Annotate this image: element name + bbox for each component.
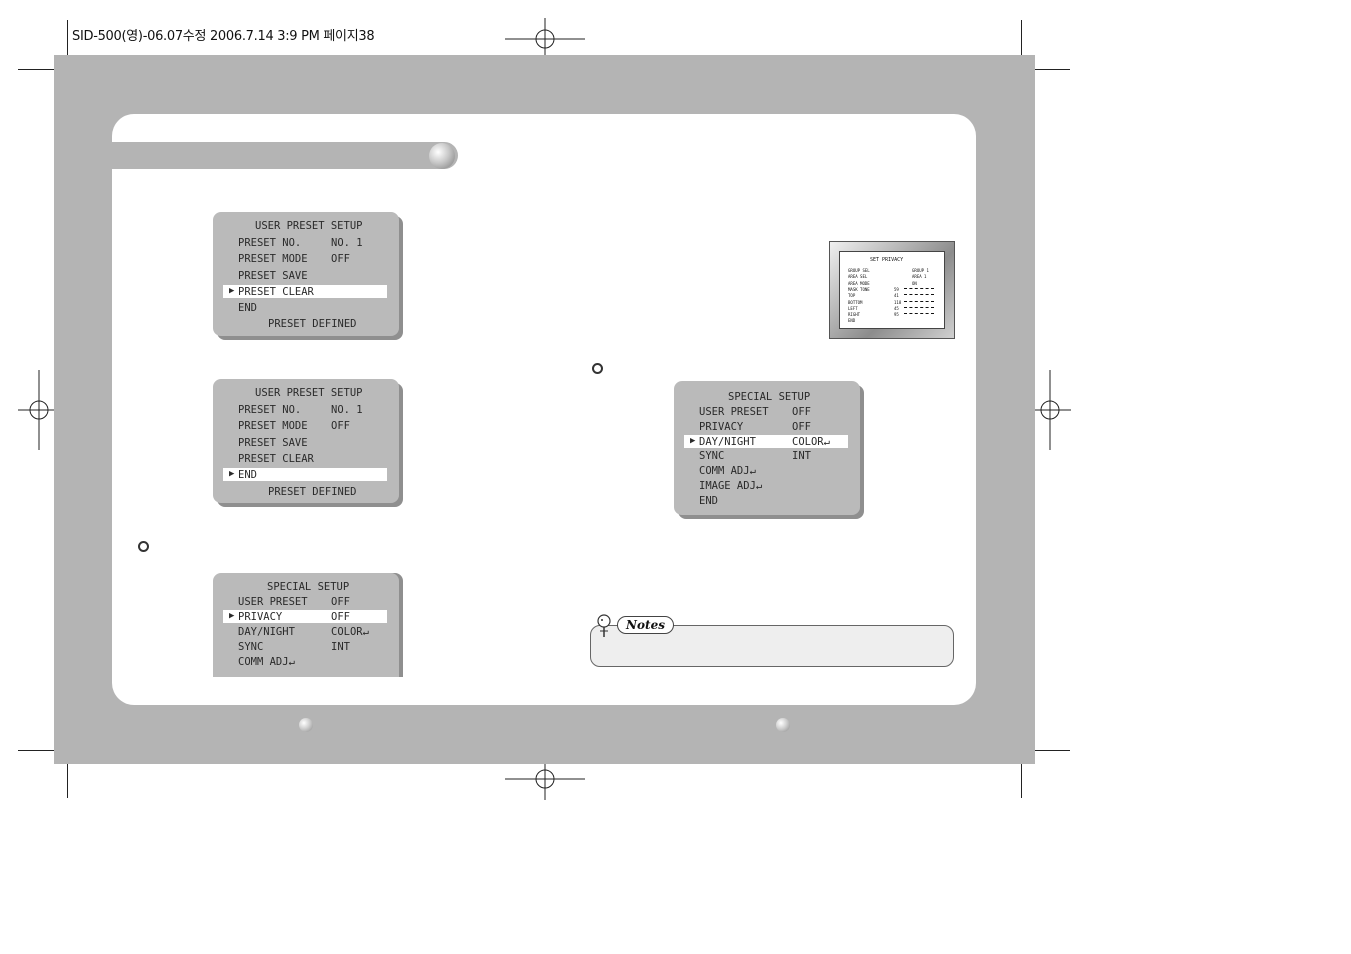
crop-mark — [18, 69, 56, 70]
osd-footer: PRESET DEFINED — [268, 318, 357, 330]
privacy-row-label: GROUP SEL — [848, 268, 870, 273]
privacy-slider-bar — [904, 306, 934, 310]
osd-row-value: OFF — [792, 420, 811, 433]
osd-row-value: OFF — [331, 253, 350, 266]
privacy-row-value: 118 — [894, 299, 902, 305]
osd-row-label: PRESET MODE — [238, 420, 308, 433]
osd-row-label: PRESET SAVE — [238, 269, 308, 282]
privacy-row-label: END — [848, 318, 856, 324]
registration-mark-right — [1029, 370, 1071, 450]
osd-row-label: USER PRESET — [699, 406, 769, 418]
privacy-row-value: 41 — [894, 293, 899, 299]
osd-row-label: PRESET SAVE — [238, 436, 308, 449]
osd-row-label: END — [238, 469, 257, 482]
osd-row-value: OFF — [792, 406, 811, 418]
osd-row-label: PRIVACY — [699, 420, 744, 433]
page-number-ball-icon — [776, 718, 790, 732]
crop-mark — [1021, 20, 1022, 58]
privacy-row-label: TOP — [848, 293, 856, 299]
osd-selected-row-highlight — [684, 434, 848, 448]
selection-arrow-icon: ▶ — [229, 469, 235, 480]
osd-row-label: SYNC — [699, 450, 725, 463]
registration-mark-bottom — [505, 758, 585, 800]
privacy-slider-bar — [904, 294, 934, 297]
privacy-row-label: MASK TONE — [848, 286, 870, 292]
osd-footer: PRESET DEFINED — [268, 486, 357, 498]
privacy-row-value: ON — [912, 280, 917, 286]
osd-row-label: END — [238, 302, 257, 315]
osd-row-label: IMAGE ADJ↵ — [699, 480, 763, 492]
osd-selected-row-highlight — [223, 468, 387, 482]
osd-selected-row-highlight — [223, 610, 387, 623]
privacy-title: SET PRIVACY — [870, 257, 904, 263]
file-info-header: SID-500(영)-06.07수정 2006.7.14 3:9 PM 페이지3… — [72, 29, 375, 44]
osd-row-label: SYNC — [238, 641, 264, 653]
osd-row-value: NO. 1 — [331, 237, 363, 249]
privacy-row-label: AREA SEL — [848, 274, 868, 280]
osd-user-preset-setup-clear: USER PRESET SETUP PRESET NO. NO. 1 PRESET M… — [213, 212, 399, 336]
osd-row-label: USER PRESET — [238, 596, 308, 608]
crop-mark — [1032, 69, 1070, 70]
osd-row-value: OFF — [331, 596, 350, 608]
osd-title: USER PRESET SETUP — [255, 220, 363, 232]
bullet-icon — [138, 541, 149, 552]
osd-row-label: PRESET CLEAR — [238, 285, 314, 298]
privacy-row-value: 45 — [894, 305, 899, 311]
selection-arrow-icon: ▶ — [690, 435, 696, 446]
osd-row-label: PRESET NO. — [238, 237, 302, 249]
privacy-row-label: BOTTOM — [848, 299, 863, 305]
osd-row-value: INT — [792, 450, 811, 463]
osd-row-value: COLOR↵ — [792, 435, 830, 448]
osd-special-setup-privacy: SPECIAL SETUP USER PRESET OFF ▶PRIVACY OFF DA… — [213, 573, 399, 677]
notes-label: Notes — [617, 616, 674, 634]
osd-row-label: COMM ADJ↵ — [699, 465, 756, 478]
osd-row-value: NO. 1 — [331, 404, 363, 416]
osd-row-label: PRESET NO. — [238, 404, 302, 416]
section-title-bar — [112, 142, 458, 169]
osd-row-label: DAY/NIGHT — [699, 435, 756, 448]
privacy-row-value: GROUP 1 — [912, 268, 929, 273]
notes-pen-icon — [597, 614, 611, 637]
osd-title: SPECIAL SETUP — [267, 581, 350, 593]
privacy-row-label: RIGHT — [848, 312, 861, 318]
title-bar-ball-icon — [429, 143, 455, 169]
osd-user-preset-setup-end: USER PRESET SETUP PRESET NO. NO. 1 PRESET M… — [213, 379, 399, 503]
osd-row-value: OFF — [331, 611, 350, 623]
osd-title: SPECIAL SETUP — [728, 391, 811, 403]
osd-row-label: COMM ADJ↵ — [238, 656, 295, 668]
privacy-row-label: AREA MODE — [848, 280, 870, 286]
registration-mark-top — [505, 18, 585, 60]
bullet-icon — [592, 363, 603, 374]
osd-row-label: PRIVACY — [238, 611, 283, 623]
selection-arrow-icon: ▶ — [229, 285, 235, 296]
osd-row-label: PRESET MODE — [238, 253, 308, 266]
osd-title: USER PRESET SETUP — [255, 387, 363, 399]
privacy-row-value: 59 — [894, 286, 899, 292]
privacy-slider-bar — [904, 300, 934, 304]
privacy-slider-bar — [904, 313, 934, 316]
osd-row-label: END — [699, 494, 718, 507]
registration-mark-left — [18, 370, 60, 450]
crop-mark — [67, 762, 68, 798]
privacy-slider-bar — [904, 287, 934, 291]
crop-mark — [18, 750, 56, 751]
crop-mark — [67, 20, 68, 58]
privacy-row-label: LEFT — [848, 305, 858, 311]
privacy-row-value: AREA 1 — [912, 274, 927, 280]
osd-row-value: INT — [331, 641, 350, 653]
crop-mark — [1032, 750, 1070, 751]
osd-row-label: PRESET CLEAR — [238, 452, 314, 465]
crop-mark — [1021, 762, 1022, 798]
osd-selected-row-highlight — [223, 284, 387, 298]
privacy-row-value: 95 — [894, 312, 899, 318]
osd-special-setup-day-night: SPECIAL SETUP USER PRESET OFF PRIVACY OFF ▶DA… — [674, 381, 860, 515]
selection-arrow-icon: ▶ — [229, 611, 235, 621]
page-number-ball-icon — [299, 718, 313, 732]
osd-row-value: OFF — [331, 420, 350, 433]
osd-row-value: COLOR↵ — [331, 626, 369, 638]
osd-row-label: DAY/NIGHT — [238, 626, 295, 638]
